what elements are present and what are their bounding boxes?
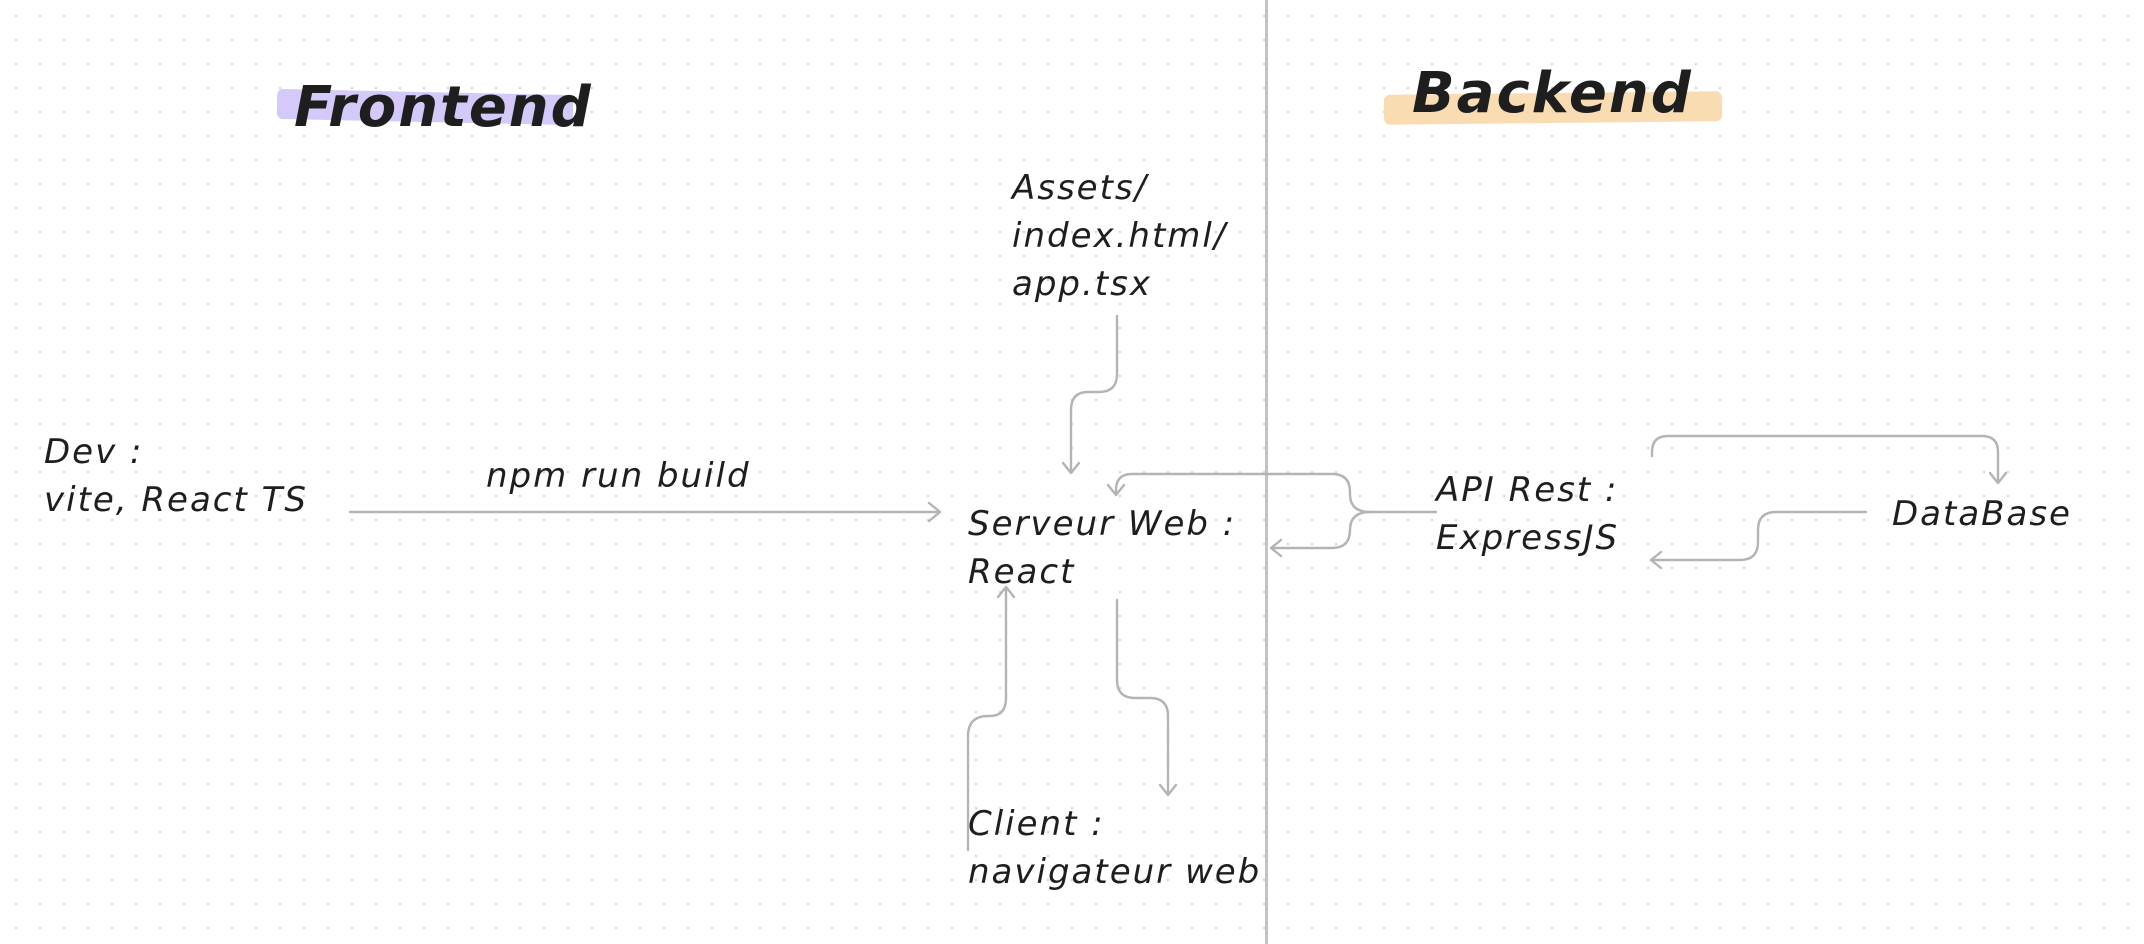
dev-line-2: vite, React TS (44, 480, 308, 520)
build-arrow-label[interactable]: npm run build (486, 456, 751, 496)
arrowhead-assets (1061, 461, 1081, 475)
frontend-title[interactable]: Frontend (294, 75, 593, 140)
section-divider (1265, 0, 1268, 944)
api-node[interactable]: API Rest : ExpressJS (1436, 466, 1619, 562)
client-line-1: Client : (968, 804, 1105, 844)
arrow-api-to-database[interactable] (1650, 434, 2000, 484)
arrowhead-client-request (996, 585, 1016, 599)
arrow-assets-to-webserver[interactable] (1069, 314, 1119, 474)
arrowhead-api-frontend (1269, 538, 1283, 558)
arrow-api-to-webserver[interactable] (1114, 472, 1438, 514)
arrowhead-api-response (1649, 550, 1663, 570)
dev-line-1: Dev : (44, 432, 144, 472)
arrow-webserver-to-client[interactable] (1115, 598, 1170, 796)
webserver-node[interactable]: Serveur Web : React (968, 500, 1236, 596)
arrow-client-to-webserver[interactable] (966, 586, 1008, 852)
backend-title[interactable]: Backend (1412, 61, 1693, 126)
arrowhead-api-webserver (1106, 483, 1126, 497)
assets-line-2: index.html/ (1012, 216, 1228, 256)
api-line-2: ExpressJS (1436, 518, 1620, 558)
assets-line-3: app.tsx (1012, 264, 1152, 304)
webserver-line-1: Serveur Web : (968, 504, 1237, 544)
dev-node[interactable]: Dev : vite, React TS (44, 428, 308, 524)
arrowhead-database (1988, 471, 2008, 485)
client-node[interactable]: Client : navigateur web (968, 800, 1261, 896)
arrow-api-to-frontend[interactable] (1270, 510, 1372, 550)
api-line-1: API Rest : (1436, 470, 1619, 510)
arrow-database-to-api[interactable] (1650, 510, 1868, 562)
webserver-line-2: React (968, 552, 1076, 592)
arrowhead-build (927, 501, 942, 523)
assets-node[interactable]: Assets/ index.html/ app.tsx (1012, 164, 1227, 308)
client-line-2: navigateur web (968, 852, 1262, 892)
database-node[interactable]: DataBase (1892, 494, 2072, 534)
assets-line-1: Assets/ (1012, 168, 1149, 208)
arrowhead-client (1158, 783, 1178, 797)
